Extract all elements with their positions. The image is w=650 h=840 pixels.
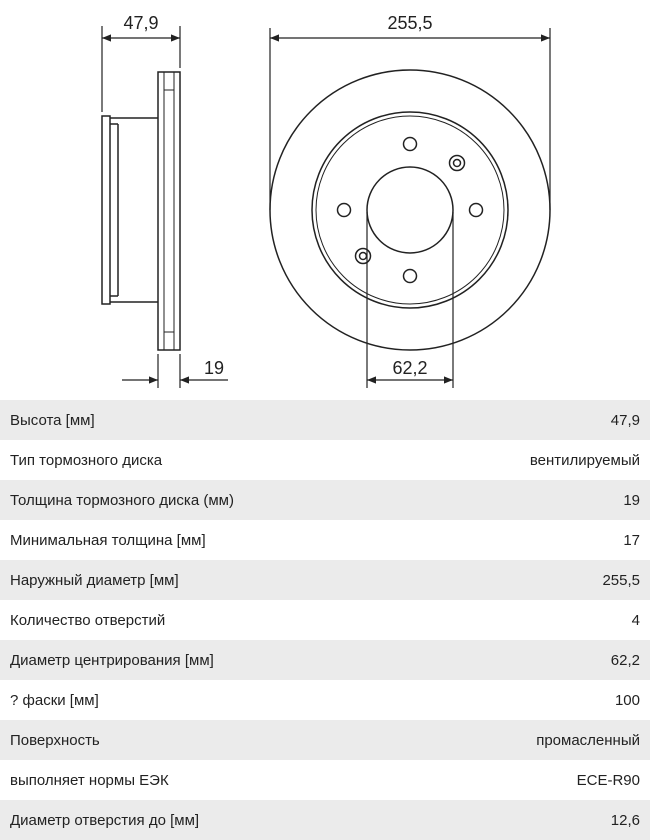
table-row: Высота [мм] 47,9 <box>0 400 650 440</box>
table-row: Тип тормозного диска вентилируемый <box>0 440 650 480</box>
spec-label: Минимальная толщина [мм] <box>10 531 206 549</box>
screw-hole <box>354 247 372 265</box>
specifications-table: Высота [мм] 47,9 Тип тормозного диска вент… <box>0 400 650 840</box>
spec-value: 17 <box>623 531 640 549</box>
table-row: выполняет нормы ЕЭК ECE-R90 <box>0 760 650 800</box>
friction-ring <box>157 71 181 351</box>
screw-hole-inner <box>452 158 462 168</box>
brake-disc-drawing: 47,9 19 <box>101 13 551 388</box>
dimension-centering-diameter <box>366 212 454 388</box>
dimension-outer-diameter <box>269 28 551 210</box>
spec-label: ? фаски [мм] <box>10 691 99 709</box>
table-row: ? фаски [мм] 100 <box>0 680 650 720</box>
table-row: Наружный диаметр [мм] 255,5 <box>0 560 650 600</box>
front-view <box>269 69 551 351</box>
hat-outer-edge <box>311 111 509 309</box>
bolt-hole <box>402 136 418 152</box>
spec-label: Высота [мм] <box>10 411 95 429</box>
spec-value: промасленный <box>536 731 640 749</box>
spec-label: Тип тормозного диска <box>10 451 163 469</box>
table-row: Толщина тормозного диска (мм) 19 <box>0 480 650 520</box>
center-bore <box>366 166 454 254</box>
bolt-hole <box>402 268 418 284</box>
spec-label: Наружный диаметр [мм] <box>10 571 179 589</box>
table-row: Поверхность промасленный <box>0 720 650 760</box>
table-row: Количество отверстий 4 <box>0 600 650 640</box>
bolt-hole <box>468 202 484 218</box>
spec-label: Диаметр отверстия до [мм] <box>10 811 200 829</box>
table-row: Минимальная толщина [мм] 17 <box>0 520 650 560</box>
spec-label: выполняет нормы ЕЭК <box>10 771 169 789</box>
spec-value: 4 <box>631 611 640 629</box>
bolt-hole <box>336 202 352 218</box>
spec-label: Поверхность <box>10 731 100 749</box>
dimension-height-label: 47,9 <box>123 13 158 33</box>
spec-value: 62,2 <box>610 651 640 669</box>
dimension-outer-diameter-label: 255,5 <box>387 13 432 33</box>
spec-value: ECE-R90 <box>576 771 640 789</box>
spec-label: Количество отверстий <box>10 611 166 629</box>
screw-hole <box>448 154 466 172</box>
spec-value: 100 <box>614 691 640 709</box>
hat-inner-edge <box>315 115 505 305</box>
dimension-height <box>101 26 181 112</box>
dimension-centering-diameter-label: 62,2 <box>392 358 427 378</box>
spec-value: 47,9 <box>610 411 640 429</box>
spec-value: 19 <box>623 491 640 509</box>
spec-value: вентилируемый <box>529 451 640 469</box>
table-row: Диаметр отверстия до [мм] 12,6 <box>0 800 650 840</box>
hub-flange <box>101 115 111 305</box>
spec-value: 255,5 <box>602 571 640 589</box>
spec-label: Диаметр центрирования [мм] <box>10 651 214 669</box>
dimension-thickness-label: 19 <box>204 358 224 378</box>
side-view <box>101 71 181 351</box>
spec-label: Толщина тормозного диска (мм) <box>10 491 234 509</box>
screw-hole-inner <box>358 251 368 261</box>
dimension-thickness <box>122 354 228 388</box>
spec-value: 12,6 <box>610 811 640 829</box>
technical-drawing: 47,9 19 <box>0 0 650 400</box>
table-row: Диаметр центрирования [мм] 62,2 <box>0 640 650 680</box>
